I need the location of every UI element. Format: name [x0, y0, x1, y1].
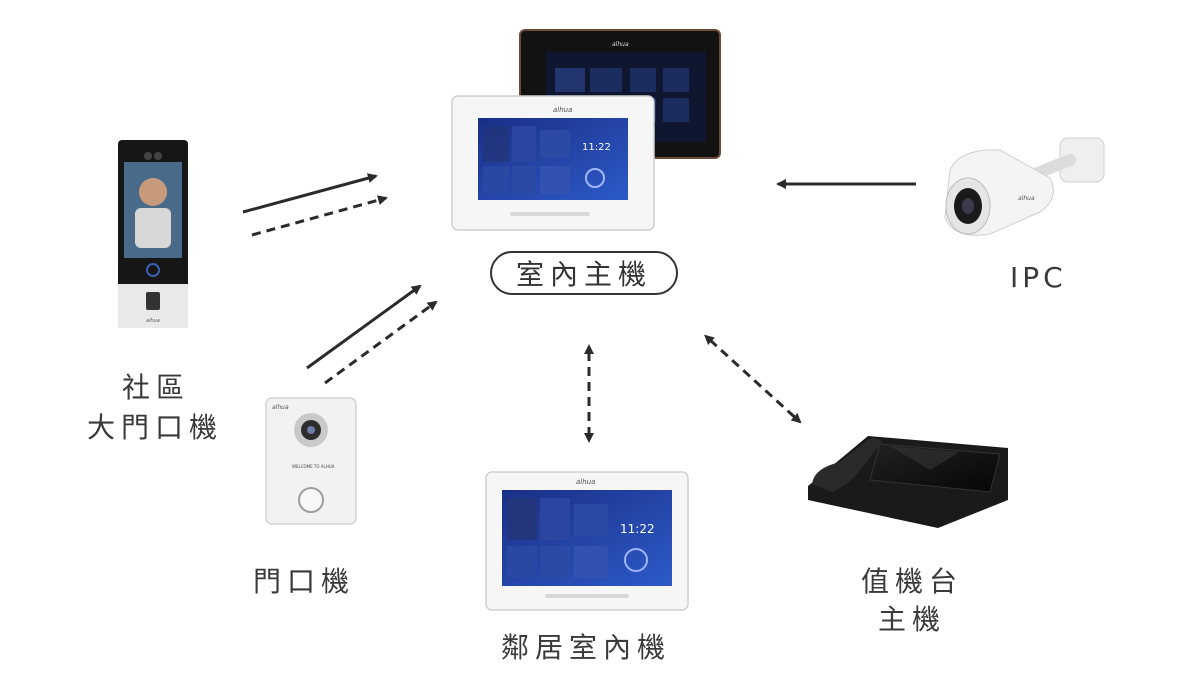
brand-logo-neighbor: alhua: [576, 478, 595, 486]
arrow-door-solid: [306, 284, 422, 370]
neighbor-indoor-label: 鄰居室內機: [500, 631, 671, 664]
guard-console-device: [808, 436, 1008, 528]
arrow-gate-dashed: [251, 195, 388, 237]
brand-logo-door: alhua: [272, 404, 289, 411]
guard-console-label-line1: 值機台: [860, 565, 963, 598]
neighbor-indoor-device: [485, 471, 689, 611]
community-gate-device: [118, 140, 188, 328]
door-station-label: 門口機: [252, 565, 355, 598]
door-station-text: WELCOME TO ALHUA: [292, 464, 335, 469]
brand-logo-black: alhua: [612, 41, 629, 48]
community-gate-label-line2: 大門口機: [86, 411, 223, 444]
main-unit-label: 室內主機: [490, 251, 678, 295]
ipc-camera-device: [944, 137, 1105, 236]
main-unit-label-text: 室內主機: [515, 258, 652, 291]
arrow-door-dashed: [324, 300, 438, 385]
arrow-guard-bidirectional: [704, 334, 802, 424]
monitor-time-main: 11:22: [582, 142, 611, 153]
brand-logo-ipc: alhua: [1018, 195, 1035, 202]
main-unit-white-monitor: [451, 95, 655, 231]
community-gate-label-line1: 社區: [121, 371, 190, 404]
brand-logo-main: alhua: [553, 106, 572, 114]
ipc-label: IPC: [1010, 261, 1067, 294]
door-station-device: [265, 397, 357, 525]
monitor-time-neighbor: 11:22: [620, 522, 655, 536]
brand-logo-gate: alhua: [146, 318, 160, 324]
arrow-gate-solid: [242, 173, 378, 214]
guard-console-label-line2: 主機: [877, 603, 946, 636]
